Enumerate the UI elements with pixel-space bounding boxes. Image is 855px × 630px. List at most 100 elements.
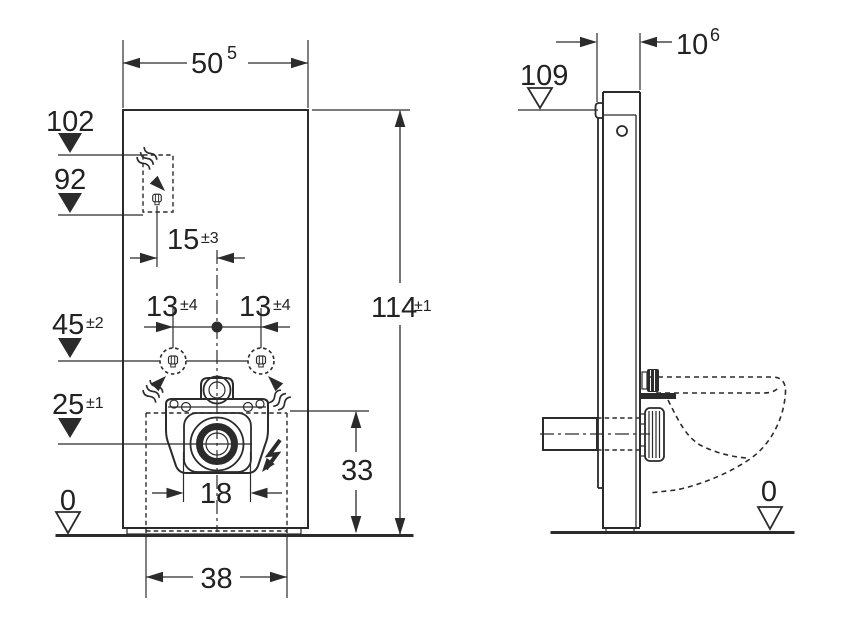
dim-opening-height: 33 bbox=[290, 410, 373, 533]
flow-arrow-icon bbox=[268, 376, 284, 392]
service-opening bbox=[145, 412, 288, 533]
rail-hook bbox=[594, 102, 603, 119]
dim-depth-label: 10 bbox=[676, 29, 708, 61]
dim-depth: 10 6 bbox=[556, 25, 720, 102]
arrowhead-right bbox=[156, 321, 173, 333]
water-supply-pipe bbox=[540, 417, 650, 451]
water-flow-icon bbox=[133, 144, 161, 172]
arrowhead-right bbox=[291, 57, 308, 69]
bolt-washer bbox=[641, 371, 648, 390]
mount-hole bbox=[255, 399, 265, 409]
arrowhead-right bbox=[270, 571, 287, 583]
arrowhead-left bbox=[640, 36, 657, 48]
connection-bracket bbox=[644, 407, 665, 462]
mount-hole bbox=[242, 401, 254, 413]
arrowhead-up bbox=[350, 411, 362, 428]
datum-45-label: 45 bbox=[52, 309, 84, 341]
wc-fixing-hardware bbox=[639, 369, 676, 462]
dim-opening-width: 38 bbox=[145, 537, 288, 598]
datum-109-label: 109 bbox=[520, 60, 568, 92]
arrowhead-left bbox=[250, 487, 268, 499]
arrowhead-down bbox=[350, 516, 362, 533]
dim-depth-sup: 6 bbox=[710, 25, 720, 45]
center-dot bbox=[211, 321, 223, 333]
flow-arrow-icon bbox=[150, 376, 166, 392]
datum-45: 45 ±2 bbox=[52, 309, 248, 362]
ceramic-outline bbox=[165, 398, 269, 474]
pan-bowl-curve bbox=[667, 399, 747, 459]
datum-92-label: 92 bbox=[54, 164, 86, 196]
fixing-plate bbox=[640, 393, 676, 399]
flush-pipe-inner bbox=[208, 381, 226, 399]
pan-outer-profile bbox=[648, 376, 787, 494]
arrowhead-right bbox=[140, 252, 157, 264]
connector-icon bbox=[152, 193, 162, 206]
service-hole bbox=[616, 125, 628, 137]
bracket-tab bbox=[639, 413, 646, 425]
side-view: 10 6 109 bbox=[518, 25, 795, 534]
dim-bolt-right-tol: ±4 bbox=[273, 297, 291, 314]
datum-0-label: 0 bbox=[60, 485, 76, 517]
front-view: 50 5 114 ±1 102 92 bbox=[46, 40, 432, 598]
dim-bolt-right-label: 13 bbox=[239, 291, 271, 323]
dim-width-sup: 5 bbox=[227, 43, 237, 63]
arrowhead-left bbox=[261, 321, 278, 333]
datum-0-label: 0 bbox=[761, 476, 777, 508]
dim-height-label: 114 bbox=[371, 292, 417, 324]
datum-25: 25 ±1 bbox=[52, 389, 252, 445]
lightning-bolt-icon bbox=[264, 438, 282, 471]
dim-bolt-left-label: 13 bbox=[146, 291, 178, 323]
fixing-bolt bbox=[647, 369, 659, 392]
drain-seal-ring bbox=[196, 423, 238, 465]
arrowhead-down bbox=[394, 518, 406, 535]
flush-pipe-outer bbox=[202, 375, 232, 405]
dim-38-label: 38 bbox=[200, 563, 232, 595]
datum-102-label: 102 bbox=[46, 106, 94, 138]
dim-18-label: 18 bbox=[200, 478, 232, 510]
datum-0-front: 0 bbox=[54, 485, 82, 535]
datum-25-tol: ±1 bbox=[86, 395, 104, 412]
wc-pan-outline bbox=[648, 376, 787, 494]
datum-triangle-filled bbox=[58, 133, 82, 153]
dim-outlet-width: 18 bbox=[152, 452, 282, 510]
arrowhead-left bbox=[146, 571, 163, 583]
dim-bolt-spacing: 13 ±4 13 ±4 bbox=[144, 291, 291, 350]
mount-hole bbox=[169, 399, 179, 409]
dim-bolt-left-tol: ±4 bbox=[180, 297, 198, 314]
drain-inner bbox=[205, 432, 229, 456]
arrowhead-left bbox=[217, 252, 234, 264]
datum-triangle-open bbox=[756, 506, 784, 531]
dim-offset-15: 15 ±3 bbox=[130, 224, 245, 264]
arrowhead-left bbox=[123, 57, 140, 69]
inlet-zone-box bbox=[142, 154, 174, 213]
datum-triangle-filled bbox=[58, 418, 82, 438]
water-inlet-zone bbox=[133, 144, 174, 267]
datum-0-side: 0 bbox=[756, 476, 784, 531]
datum-triangle-open bbox=[54, 511, 82, 535]
arrowhead-right bbox=[580, 36, 597, 48]
flow-arrow-icon bbox=[149, 175, 165, 191]
bracket-tab bbox=[639, 445, 646, 457]
datum-triangle-filled bbox=[58, 193, 82, 213]
flush-bend-housing bbox=[200, 377, 234, 399]
arrowhead-right bbox=[166, 487, 184, 499]
dim-33-label: 33 bbox=[341, 455, 373, 487]
datum-92: 92 bbox=[54, 164, 143, 216]
fixing-bolts bbox=[139, 347, 294, 414]
water-flow-icon bbox=[266, 386, 294, 414]
datum-109: 109 bbox=[518, 60, 598, 111]
datum-45-tol: ±2 bbox=[86, 315, 104, 332]
dim-offset-label: 15 bbox=[167, 224, 199, 256]
dim-width: 50 5 bbox=[122, 40, 309, 108]
datum-25-label: 25 bbox=[52, 389, 84, 421]
dim-width-label: 50 bbox=[191, 48, 223, 80]
dim-offset-tol: ±3 bbox=[201, 230, 219, 247]
datum-triangle-open bbox=[526, 87, 554, 110]
dim-height: 114 ±1 bbox=[312, 109, 432, 535]
pan-seat-line bbox=[656, 387, 779, 394]
lightning-arrow-tip bbox=[262, 457, 275, 472]
datum-triangle-filled bbox=[58, 338, 82, 358]
arrowhead-up bbox=[394, 110, 406, 127]
